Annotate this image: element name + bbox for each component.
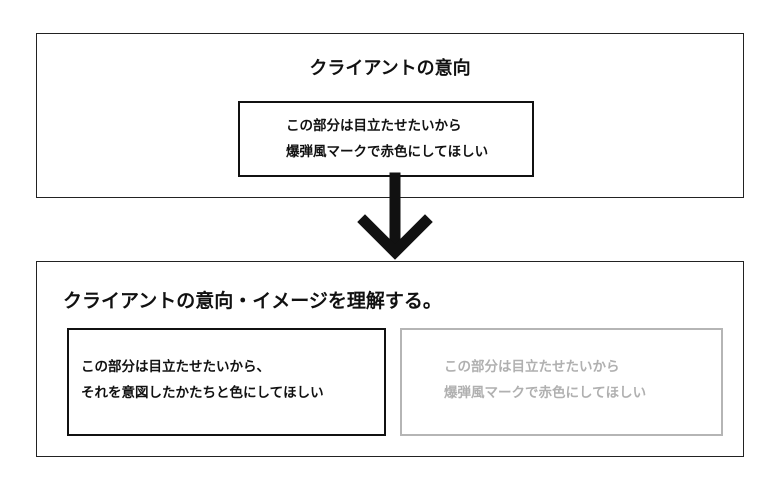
literal-request-line-1: この部分は目立たせたいから bbox=[444, 359, 620, 375]
client-intent-panel: クライアントの意向 この部分は目立たせたいから 爆弾風マークで赤色にしてほしい bbox=[36, 33, 744, 198]
literal-request-line-2: 爆弾風マークで赤色にしてほしい bbox=[444, 385, 647, 401]
literal-request-box: この部分は目立たせたいから 爆弾風マークで赤色にしてほしい bbox=[400, 328, 723, 436]
client-intent-title: クライアントの意向 bbox=[309, 58, 471, 79]
understand-intent-panel: クライアントの意向・イメージを理解する。 この部分は目立たせたいから、 それを意… bbox=[36, 261, 744, 457]
client-request-line-2: 爆弾風マークで赤色にしてほしい bbox=[286, 144, 489, 160]
arrow-head bbox=[357, 214, 433, 260]
understood-request-box: この部分は目立たせたいから、 それを意図したかたちと色にしてほしい bbox=[67, 328, 386, 436]
understood-request-line-2: それを意図したかたちと色にしてほしい bbox=[81, 385, 324, 401]
understand-intent-title: クライアントの意向・イメージを理解する。 bbox=[63, 290, 442, 312]
down-arrow-icon bbox=[357, 172, 433, 260]
client-request-box: この部分は目立たせたいから 爆弾風マークで赤色にしてほしい bbox=[238, 101, 534, 177]
client-request-line-1: この部分は目立たせたいから bbox=[286, 118, 462, 134]
understood-request-line-1: この部分は目立たせたいから、 bbox=[81, 359, 270, 375]
